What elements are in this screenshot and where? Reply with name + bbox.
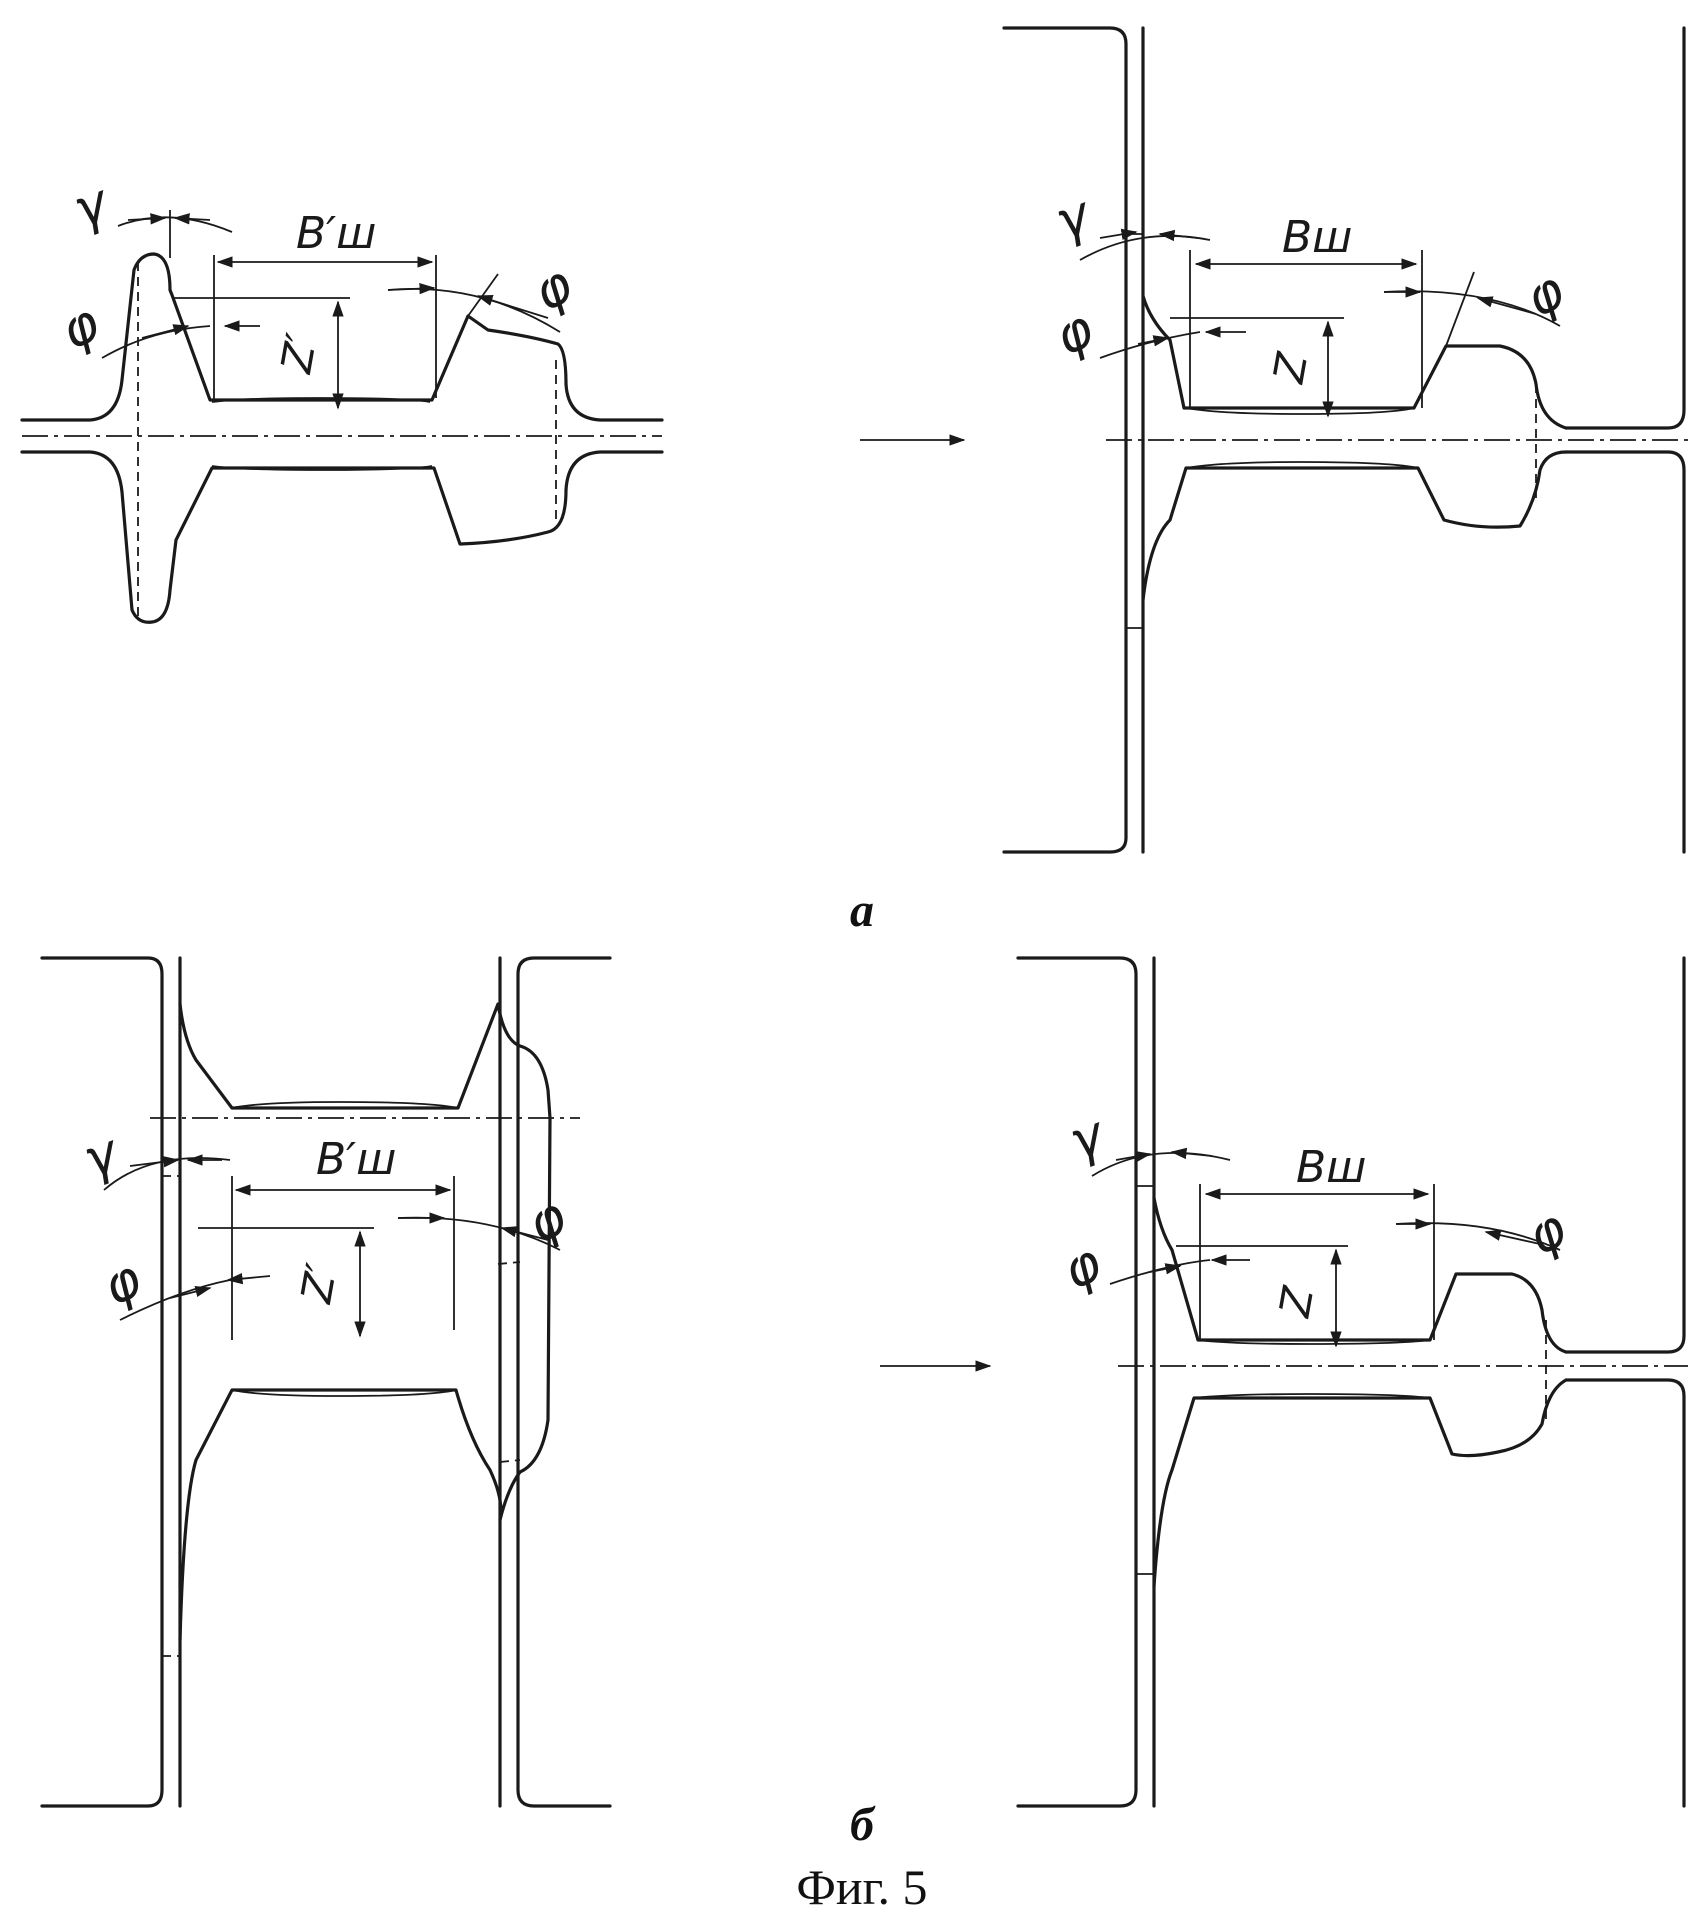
- panel-b-right-profile: [1016, 956, 1688, 1808]
- b-prime-label: B′ш: [296, 208, 376, 259]
- z-label: Z: [1264, 348, 1318, 387]
- phi-label: φ: [518, 1186, 576, 1255]
- phi-label: φ: [1046, 299, 1102, 368]
- phi-label: φ: [1054, 1233, 1110, 1302]
- panel-a-right-profile: [1002, 26, 1688, 854]
- gamma-label: γ: [1062, 1104, 1114, 1172]
- gamma-label: γ: [76, 1122, 128, 1190]
- figure-caption: Фиг. 5: [796, 1859, 927, 1915]
- phi-label: φ: [52, 293, 108, 362]
- b-label: Bш: [1296, 1142, 1366, 1193]
- panel-b-left-profile: [40, 956, 612, 1808]
- gamma-label: γ: [1048, 184, 1100, 252]
- b-prime-label: B′ш: [316, 1134, 396, 1185]
- z-label: Z: [1270, 1282, 1324, 1321]
- panel-a-left-profile: [20, 210, 664, 624]
- subfigure-a-caption: а: [850, 884, 874, 937]
- gamma-label: γ: [66, 172, 118, 240]
- subfigure-b-caption: б: [850, 1798, 876, 1851]
- z-prime-label: Z′: [271, 329, 326, 377]
- phi-label: φ: [94, 1249, 150, 1318]
- phi-label: φ: [1516, 260, 1574, 329]
- b-label: Bш: [1282, 212, 1352, 263]
- phi-label: φ: [1518, 1198, 1576, 1267]
- z-prime-label: Z′: [291, 1259, 346, 1307]
